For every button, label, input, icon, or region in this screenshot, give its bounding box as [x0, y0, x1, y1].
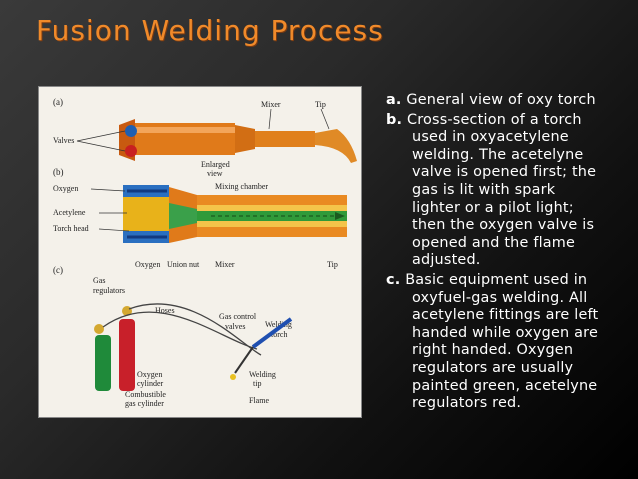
bullet-list: a. General view of oxy torch b. Cross-se… — [386, 92, 636, 415]
label-combustible-2: gas cylinder — [125, 399, 164, 408]
bullet-b-line-6: then the oxygen valve is — [412, 217, 595, 234]
bullet-b-line-7: opened and the flame — [412, 234, 576, 251]
label-torch-head: Torch head — [53, 224, 89, 233]
label-tip: Tip — [315, 100, 326, 109]
label-oxygen-cylinder: Oxygen — [137, 370, 162, 379]
label-gas-regulators: Gas — [93, 276, 105, 285]
bullet-a-line-0: General view of oxy torch — [406, 92, 596, 108]
label-oxygen-cylinder-2: cylinder — [137, 379, 164, 388]
label-enlarged-2: view — [207, 169, 223, 178]
bullet-b-line-1: used in oxyacetylene — [412, 129, 569, 146]
torch-cross-section — [90, 185, 347, 243]
bullet-b-line-3: valve is opened first; the — [412, 164, 597, 181]
bullet-b-line-0: Cross-section of a torch — [406, 111, 582, 128]
label-mixer: Mixer — [261, 100, 281, 109]
bullet-b: b. Cross-section of a torch used in oxya… — [386, 112, 636, 270]
bullet-a: a. General view of oxy torch — [386, 92, 636, 110]
panel-b-label: (b) — [53, 167, 64, 177]
label-gas-control-2: valves — [225, 322, 245, 331]
torch-general-view — [76, 108, 357, 163]
label-gas-control: Gas control — [219, 312, 257, 321]
label-union-nut: Union nut — [167, 260, 200, 269]
bullet-c-line-3: handed while oxygen are — [412, 324, 599, 341]
label-oxygen-bottom: Oxygen — [135, 260, 160, 269]
gas-welding-equipment — [94, 303, 293, 391]
bullet-c-marker: c. — [386, 271, 401, 288]
torch-diagram-svg: (a) Mixer Tip Valves (b) Enlarged view M… — [53, 97, 357, 408]
label-mixer-bottom: Mixer — [215, 260, 235, 269]
bullet-c-line-1: oxyfuel-gas welding. All — [412, 289, 588, 306]
label-tip-bottom: Tip — [327, 260, 338, 269]
bullet-c-line-0: Basic equipment used in — [405, 271, 588, 288]
label-enlarged: Enlarged — [201, 160, 230, 169]
bullet-c-line-4: right handed. Oxygen — [412, 342, 574, 359]
panel-a-label: (a) — [53, 97, 63, 107]
bullet-b-line-4: gas is lit with spark — [412, 181, 556, 198]
bullet-c-line-5: regulators are usually — [412, 359, 574, 376]
bullet-c-line-7: regulators red. — [412, 395, 522, 412]
label-acetylene: Acetylene — [53, 208, 86, 217]
bullet-a-marker: a. — [386, 92, 402, 108]
label-flame: Flame — [249, 396, 269, 405]
label-welding-tip: Welding — [249, 370, 276, 379]
bullet-c: c. Basic equipment used in oxyfuel-gas w… — [386, 272, 636, 413]
bullet-c-line-6: painted green, acetelyne — [412, 377, 598, 394]
panel-c-label: (c) — [53, 265, 63, 275]
label-combustible: Combustible — [125, 390, 166, 399]
label-welding-torch: Welding — [265, 320, 292, 329]
bullet-b-line-5: lighter or a pilot light; — [412, 199, 574, 216]
label-welding-tip-2: tip — [253, 379, 261, 388]
bullet-b-marker: b. — [386, 111, 403, 128]
label-hoses: Hoses — [155, 306, 175, 315]
label-oxygen: Oxygen — [53, 184, 78, 193]
label-valves: Valves — [53, 136, 74, 145]
bullet-b-line-8: adjusted. — [412, 252, 481, 269]
torch-diagram-figure: (a) Mixer Tip Valves (b) Enlarged view M… — [38, 86, 362, 418]
label-gas-regulators-2: regulators — [93, 286, 125, 295]
bullet-c-line-2: acetylene fittings are left — [412, 307, 599, 324]
label-mixing-chamber: Mixing chamber — [215, 182, 268, 191]
label-welding-torch-2: torch — [271, 330, 287, 339]
slide-title: Fusion Welding Process — [36, 14, 384, 47]
bullet-b-line-2: welding. The acetelyne — [412, 146, 584, 163]
